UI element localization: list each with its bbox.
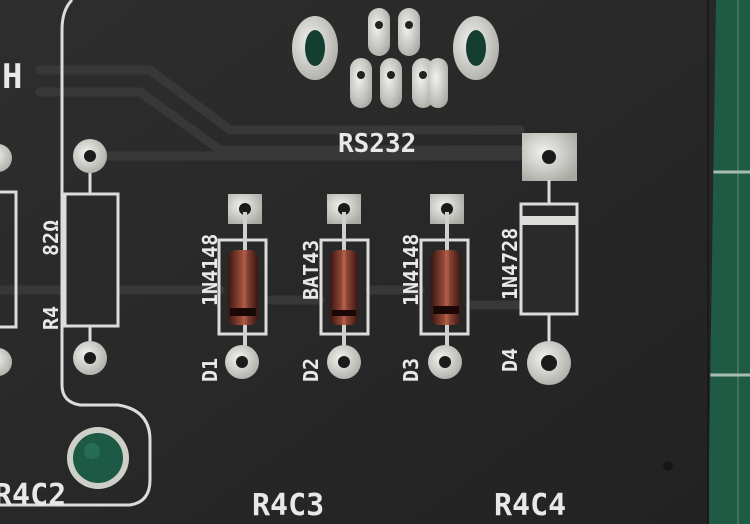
diode-d1-ref-label: D1 [198, 358, 222, 382]
mounting-hole-right [453, 16, 499, 80]
resistor-pad-bottom [73, 341, 107, 375]
diode-d4-ref-label: D4 [498, 348, 522, 372]
connector-pin-holes [357, 21, 427, 79]
diode-d3 [419, 194, 470, 379]
diode-d3-part-label: 1N4148 [399, 234, 423, 306]
diode-d2-part-label: BAT43 [299, 240, 323, 300]
diode-d2-ref-label: D2 [299, 358, 323, 382]
connector-pins [350, 8, 448, 108]
resistor-value-label: 82Ω [39, 220, 63, 256]
rs232-connector [292, 8, 499, 108]
grid-label-r4c3: R4C3 [252, 488, 324, 523]
connector-label: RS232 [338, 129, 416, 159]
partial-pad-top-left [0, 144, 12, 172]
resistor-ref-label: R4 [39, 306, 63, 330]
resistor-r4-footprint [63, 139, 120, 375]
diode-d4-part-label: 1N4728 [498, 228, 522, 300]
edge-text: H [2, 57, 22, 97]
mounting-hole-left [292, 16, 338, 80]
diode-d1 [217, 194, 268, 379]
grid-label-r4c4: R4C4 [494, 488, 566, 523]
diode-d2 [319, 194, 370, 379]
unplated-mounting-hole [67, 427, 129, 489]
silk-outline [0, 0, 152, 507]
board-speck [663, 461, 673, 471]
diode-d1-part-label: 1N4148 [198, 234, 222, 306]
diode-d3-ref-label: D3 [399, 358, 423, 382]
partial-component-left [0, 190, 18, 329]
grid-label-r4c2: R4C2 [0, 478, 66, 513]
partial-pad-bottom-left [0, 348, 12, 376]
copper-traces [0, 65, 525, 310]
resistor-pad-top [73, 139, 107, 173]
diode-d4 [519, 133, 579, 385]
